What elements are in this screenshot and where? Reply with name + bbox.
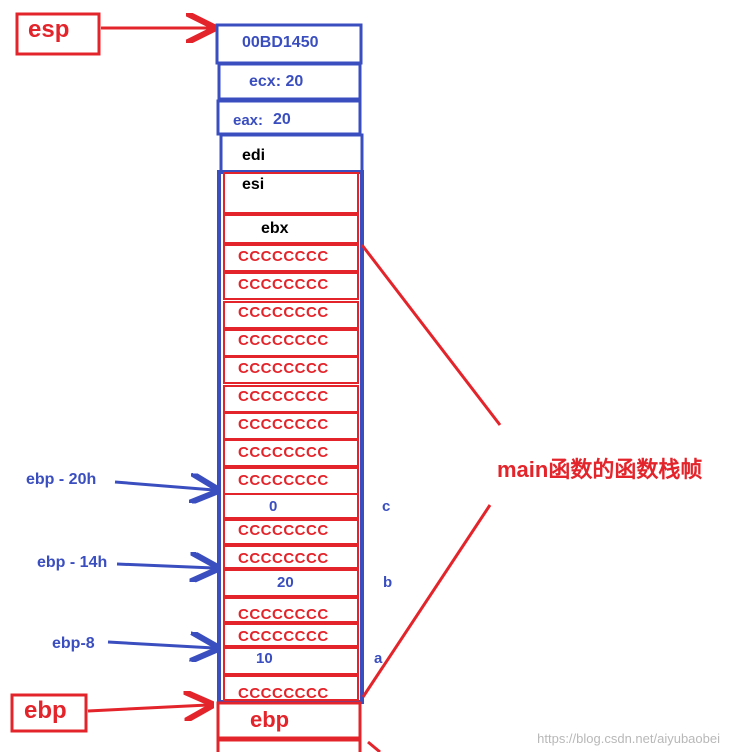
stack-cell-9 bbox=[223, 439, 359, 467]
stack-cell-0 bbox=[223, 172, 359, 214]
fill-cccccccc: CCCCCCCC bbox=[238, 550, 329, 567]
stack-cell-11 bbox=[223, 493, 359, 519]
cell-ecx bbox=[217, 62, 362, 101]
arrow-ebp-14h bbox=[116, 564, 214, 568]
arrow-ebp-8 bbox=[107, 642, 214, 648]
pointer-ebp-8: ebp-8 bbox=[52, 635, 95, 652]
frame-brace-top bbox=[360, 244, 502, 426]
fill-cccccccc: CCCCCCCC bbox=[238, 628, 329, 645]
var-c-label: c bbox=[382, 498, 391, 515]
stack-cell-2 bbox=[223, 244, 359, 272]
ebx-label: ebx bbox=[261, 220, 289, 237]
fill-cccccccc: CCCCCCCC bbox=[238, 606, 329, 623]
stack-cell-6 bbox=[223, 356, 359, 384]
a-value: 10 bbox=[256, 650, 273, 667]
esp-label: esp bbox=[28, 16, 70, 43]
stack-cell-4 bbox=[223, 301, 359, 329]
fill-cccccccc: CCCCCCCC bbox=[238, 444, 329, 461]
b-value: 20 bbox=[277, 574, 294, 591]
stack-cell-1 bbox=[223, 214, 359, 244]
ebp-label-box bbox=[10, 693, 88, 733]
stack-cell-16 bbox=[223, 623, 359, 647]
top-address: 00BD1450 bbox=[242, 34, 319, 51]
watermark: https://blog.csdn.net/aiyubaobei bbox=[537, 731, 720, 746]
eax-value: 20 bbox=[273, 111, 291, 128]
stack-cell-12 bbox=[223, 519, 359, 545]
c-value: 0 bbox=[269, 498, 278, 515]
stack-cell-14 bbox=[223, 569, 359, 597]
ebp-cell-label: ebp bbox=[250, 707, 290, 732]
frame-caption: main函数的函数栈帧 bbox=[497, 457, 703, 482]
esi-label: esi bbox=[242, 176, 265, 193]
eax-label: eax: bbox=[233, 112, 264, 129]
arrow-ebp-20h bbox=[114, 482, 214, 490]
fill-cccccccc: CCCCCCCC bbox=[238, 685, 329, 702]
fill-cccccccc: CCCCCCCC bbox=[238, 248, 329, 265]
fill-cccccccc: CCCCCCCC bbox=[238, 304, 329, 321]
frame-brace-bottom bbox=[361, 504, 492, 698]
fill-cccccccc: CCCCCCCC bbox=[238, 416, 329, 433]
esp-label-box bbox=[15, 12, 101, 56]
edi-label: edi bbox=[242, 147, 266, 164]
stack-cell-15 bbox=[223, 597, 359, 623]
stack-cell-3 bbox=[223, 272, 359, 300]
var-a-label: a bbox=[374, 650, 383, 667]
fill-cccccccc: CCCCCCCC bbox=[238, 388, 329, 405]
stack-cell-18 bbox=[223, 675, 359, 701]
ecx-value: ecx: 20 bbox=[249, 73, 304, 90]
cell-below-ebp bbox=[216, 738, 362, 752]
var-b-label: b bbox=[383, 574, 393, 591]
fill-cccccccc: CCCCCCCC bbox=[238, 522, 329, 539]
fill-cccccccc: CCCCCCCC bbox=[238, 276, 329, 293]
stack-cell-17 bbox=[223, 647, 359, 675]
pointer-ebp-20h: ebp - 20h bbox=[26, 471, 97, 488]
ebp-label: ebp bbox=[24, 697, 67, 724]
ebp-arrow bbox=[87, 705, 208, 711]
fill-cccccccc: CCCCCCCC bbox=[238, 360, 329, 377]
frame-brace-tail bbox=[367, 740, 381, 752]
cell-ebp bbox=[216, 701, 362, 740]
stack-cell-13 bbox=[223, 545, 359, 569]
fill-cccccccc: CCCCCCCC bbox=[238, 332, 329, 349]
fill-cccccccc: CCCCCCCC bbox=[238, 472, 329, 489]
pointer-ebp-14h: ebp - 14h bbox=[37, 554, 108, 571]
